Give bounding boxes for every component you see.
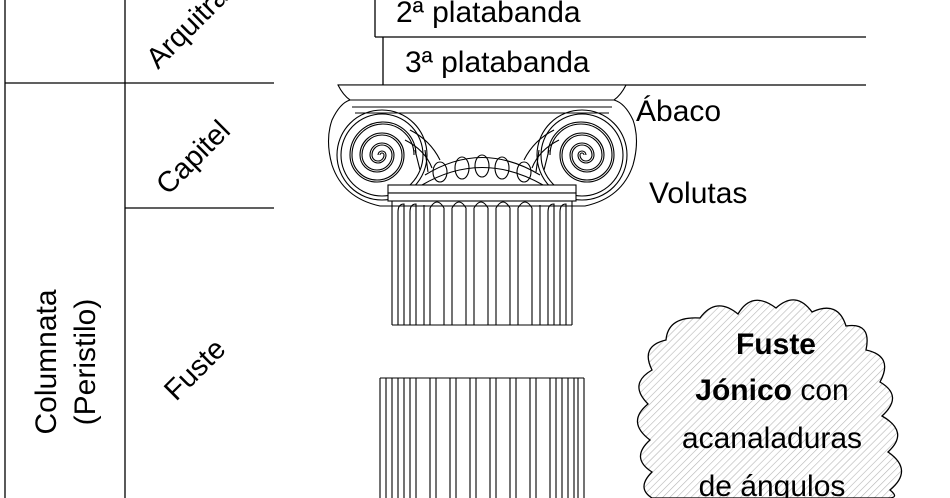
volutas-label: Volutas — [649, 177, 747, 210]
callout-line-2: Jónico con — [695, 374, 848, 407]
astragal — [387, 184, 577, 194]
ionic-capital — [327, 84, 638, 207]
platabanda-3-label: 3ª platabanda — [405, 46, 590, 79]
abacus-slab — [337, 84, 627, 101]
upper-shaft — [391, 201, 573, 326]
platabanda-2-label: 2ª platabanda — [396, 0, 581, 29]
lower-shaft — [379, 377, 585, 498]
fuste-label: Fuste — [158, 333, 232, 407]
egg-and-dart-echinus — [404, 129, 560, 186]
abaco-label: Ábaco — [636, 95, 721, 128]
peristilo-label: (Peristilo) — [69, 299, 102, 426]
architrave-label: Arquitrabe — [140, 0, 257, 75]
fuste-jonico-callout: Fuste Jónico con acanaladuras de ángulos — [636, 299, 903, 498]
capitel-label: Capitel — [150, 114, 236, 200]
callout-line-1: Fuste — [736, 328, 816, 361]
columnata-label: Columnata — [30, 289, 63, 434]
right-volute — [536, 109, 628, 201]
callout-jonico-bold: Jónico — [695, 374, 792, 407]
volute-cushion — [327, 99, 638, 207]
callout-con-text: con — [792, 374, 849, 407]
callout-line-4: de ángulos — [699, 470, 846, 498]
table-grid — [4, 0, 274, 498]
callout-line-3: acanaladuras — [682, 422, 862, 455]
callout-cloud-shape — [636, 299, 903, 498]
left-volute — [336, 109, 428, 201]
